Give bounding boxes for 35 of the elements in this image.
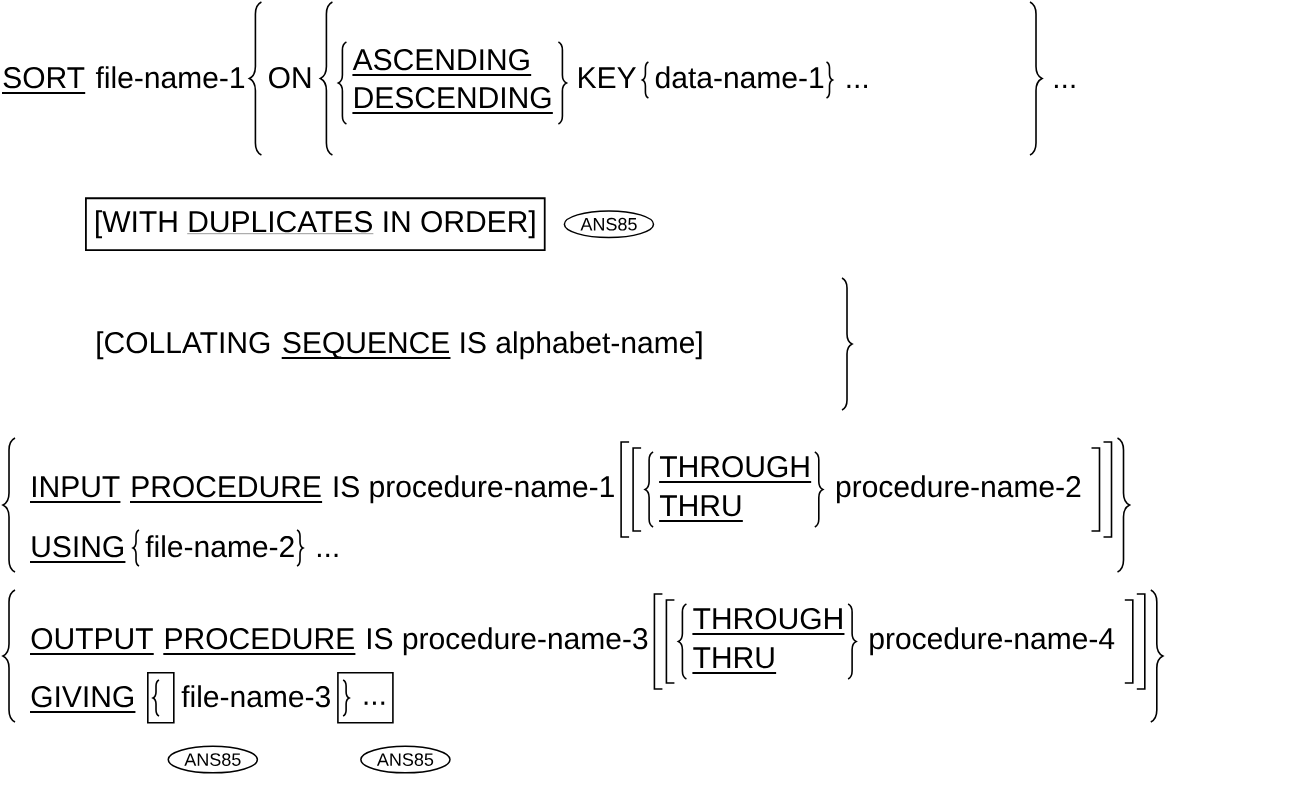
keyword: GIVING [29,686,137,713]
standard-oval: ANS85 [360,745,451,774]
keyword: THRU [658,495,744,522]
syntax-text: IS procedure-name-3 [368,627,648,656]
optional-box: ... [337,672,394,724]
standard-oval: ANS85 [563,210,655,239]
syntax-text: file-name-1 [95,66,245,89]
optional-clause-box: [WITH DUPLICATES IN ORDER] [85,197,546,252]
keyword: ASCENDING [351,49,533,76]
keyword: THROUGH [658,456,813,483]
keyword: INPUT [29,476,122,503]
syntax-text: ... [847,84,867,88]
syntax-text: procedure-name-4 [870,627,1115,656]
keyword: OUTPUT [29,628,155,655]
keyword: USING [29,536,127,563]
syntax-text: IS alphabet-name] [461,331,702,360]
syntax-text: ... [317,553,338,557]
syntax-text: ON [269,67,311,89]
standard-oval: ANS85 [167,745,259,774]
optional-box [147,672,175,724]
keyword: SEQUENCE [280,332,452,359]
syntax-text: file-name-3 [181,685,330,708]
syntax-text: procedure-name-2 [836,475,1081,504]
keyword: PROCEDURE [129,476,323,503]
keyword: DESCENDING [351,87,554,114]
keyword: THROUGH [691,608,846,635]
syntax-text: [COLLATING [97,331,270,360]
keyword: SORT [1,67,87,94]
syntax-text: KEY [579,67,636,88]
syntax-text: ... [1054,84,1075,88]
keyword: PROCEDURE [162,628,357,655]
syntax-text: file-name-2 [145,535,294,558]
syntax-text: data-name-1 [655,66,824,89]
syntax-text: IS procedure-name-1 [334,475,614,504]
keyword: THRU [691,647,778,674]
